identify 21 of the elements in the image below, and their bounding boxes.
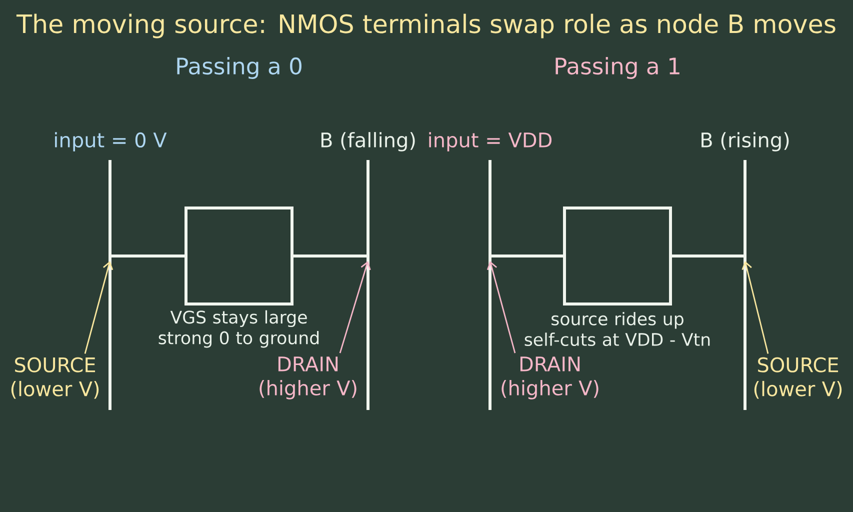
terminal-label: SOURCE (lower V)	[754, 357, 842, 399]
caption-text: source rides up self-cuts at VDD - Vtn	[524, 312, 710, 346]
panel-heading: Passing a 0	[177, 57, 302, 79]
terminal-label: SOURCE (lower V)	[11, 357, 99, 399]
rail-label: input = 0 V	[55, 132, 167, 152]
terminal-label: DRAIN (higher V)	[260, 356, 356, 400]
panel-heading: Passing a 1	[556, 57, 680, 79]
caption-text: VGS stays large strong 0 to ground	[158, 310, 319, 348]
wire-line	[112, 254, 186, 258]
wire-line	[670, 254, 744, 258]
rail-label: B (falling)	[321, 132, 415, 152]
title: The moving source: NMOS terminals swap role as node B moves	[16, 14, 836, 38]
wire-line	[492, 254, 564, 258]
leader-arrow	[84, 261, 114, 354]
leader-arrow	[339, 261, 371, 354]
rail-label: input = VDD	[429, 132, 552, 152]
leader-arrow	[486, 261, 516, 354]
rail-label: B (rising)	[702, 132, 789, 152]
wire-line	[292, 254, 366, 258]
leader-arrow	[742, 261, 769, 354]
terminal-label: DRAIN (higher V)	[502, 356, 598, 400]
